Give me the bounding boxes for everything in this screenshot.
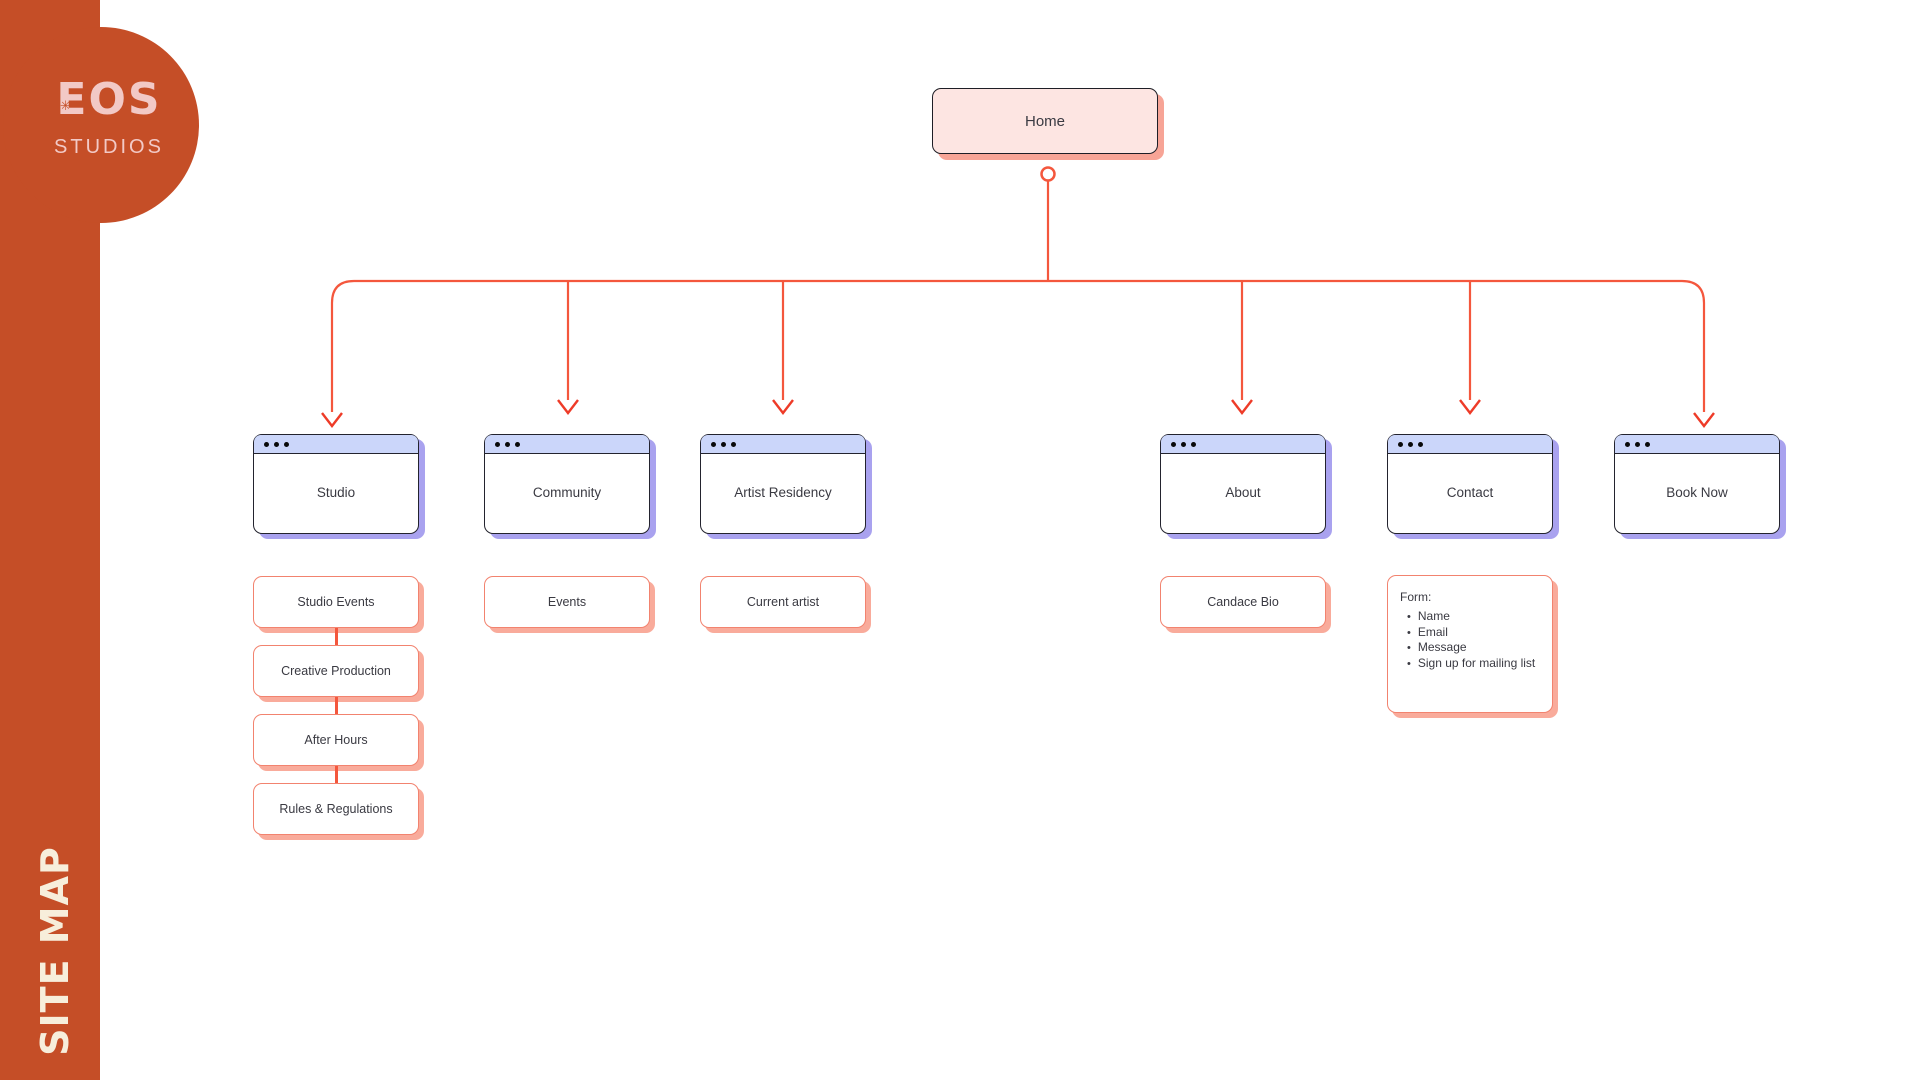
window-titlebar: [1161, 435, 1325, 454]
logo-wordmark: EOS: [56, 74, 162, 125]
window-dot-icon: [264, 441, 269, 447]
window-dot-icon: [495, 441, 500, 447]
page-node-label: Home: [1024, 112, 1065, 130]
subpage-node-contact-form: Form: • Name • Email • Message • Sign up…: [1387, 575, 1553, 713]
window-dot-icon: [1645, 441, 1650, 447]
connector-segment: [335, 628, 338, 646]
subpage-node-events: Events: [484, 576, 650, 628]
window-dot-icon: [1635, 441, 1640, 447]
window-dot-icon: [731, 441, 736, 447]
subpage-node-current-artist: Current artist: [700, 576, 866, 628]
bullet-icon: •: [1407, 626, 1411, 639]
subpage-node-candace-bio: Candace Bio: [1160, 576, 1326, 628]
subpage-label: Studio Events: [297, 595, 375, 609]
window-dot-icon: [515, 441, 520, 447]
page-node-artist-residency: Artist Residency: [700, 434, 866, 534]
connector-segment: [335, 697, 338, 715]
page-node-label: Studio: [316, 485, 356, 500]
page-node-home: Home: [932, 88, 1158, 154]
window-dot-icon: [1398, 441, 1403, 447]
window-dot-icon: [274, 441, 279, 447]
window-dot-icon: [1181, 441, 1186, 447]
arrowhead-icon: [772, 399, 794, 415]
form-field-item: • Email: [1407, 625, 1546, 641]
arrowhead-icon: [1693, 412, 1715, 428]
window-dot-icon: [505, 441, 510, 447]
subpage-node-studio-events: Studio Events: [253, 576, 419, 628]
page-node-community: Community: [484, 434, 650, 534]
form-field-list: • Name • Email • Message • Sign up for m…: [1400, 609, 1546, 671]
connector-segment: [335, 766, 338, 784]
subpage-label: After Hours: [304, 733, 368, 747]
page-node-about: About: [1160, 434, 1326, 534]
form-field-label: Name: [1417, 609, 1450, 623]
form-title: Form:: [1400, 590, 1432, 604]
form-field-item: • Sign up for mailing list: [1407, 656, 1546, 672]
subpage-label: Creative Production: [281, 664, 391, 678]
page-node-label: Contact: [1446, 485, 1494, 500]
form-field-label: Message: [1417, 640, 1467, 655]
asterisk-icon: ✳: [60, 98, 71, 113]
arrowhead-icon: [1231, 399, 1253, 415]
page-node-label: Book Now: [1666, 485, 1728, 500]
window-dot-icon: [1408, 441, 1413, 447]
subpage-label: Rules & Regulations: [279, 802, 393, 816]
page-node-studio: Studio: [253, 434, 419, 534]
logo: EOS ✳ STUDIOS: [52, 78, 166, 159]
subpage-label: Candace Bio: [1207, 595, 1279, 609]
form-field-item: • Message: [1407, 640, 1546, 656]
subpage-node-creative-production: Creative Production: [253, 645, 419, 697]
page-node-label: About: [1225, 485, 1261, 500]
form-field-label: Sign up for mailing list: [1417, 655, 1536, 670]
window-titlebar: [1388, 435, 1552, 454]
arrowhead-icon: [321, 412, 343, 428]
arrowhead-icon: [1459, 399, 1481, 415]
window-titlebar: [1615, 435, 1779, 454]
form-field-item: • Name: [1407, 609, 1546, 625]
bullet-icon: •: [1407, 642, 1411, 655]
sidebar-circle-decoration: [3, 27, 199, 223]
window-dot-icon: [711, 441, 716, 447]
window-dot-icon: [1191, 441, 1196, 447]
arrowhead-icon: [557, 399, 579, 415]
window-dot-icon: [1625, 441, 1630, 447]
window-dot-icon: [721, 441, 726, 447]
window-dot-icon: [1171, 441, 1176, 447]
page-node-label: Community: [532, 485, 602, 500]
site-map-vertical-label: SITE MAP: [33, 846, 77, 1056]
page-node-contact: Contact: [1387, 434, 1553, 534]
window-titlebar: [485, 435, 649, 454]
page-node-book-now: Book Now: [1614, 434, 1780, 534]
bullet-icon: •: [1407, 611, 1411, 623]
window-titlebar: [254, 435, 418, 454]
window-dot-icon: [284, 441, 289, 447]
connector-origin-ring: [1040, 166, 1056, 182]
subpage-node-rules-regulations: Rules & Regulations: [253, 783, 419, 835]
form-field-label: Email: [1417, 624, 1448, 639]
bullet-icon: •: [1407, 657, 1411, 670]
page-node-label: Artist Residency: [734, 485, 832, 500]
subpage-label: Current artist: [746, 595, 820, 609]
subpage-node-after-hours: After Hours: [253, 714, 419, 766]
main-branch-line: [330, 279, 1706, 412]
window-titlebar: [701, 435, 865, 454]
window-dot-icon: [1418, 441, 1423, 447]
subpage-label: Events: [547, 595, 587, 609]
logo-subtitle: STUDIOS: [54, 136, 164, 158]
